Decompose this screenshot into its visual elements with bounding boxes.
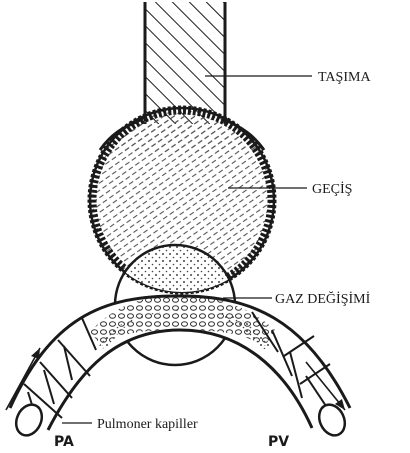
gas-exchange-label: GAZ DEĞİŞİMİ [275,290,371,307]
transport-label: TAŞIMA [318,70,371,85]
pv-label: PV [268,434,289,450]
capillary-label: Pulmoner kapiller [97,417,198,432]
pa-label: PA [54,434,74,450]
transition-label: GEÇİŞ [312,181,352,197]
